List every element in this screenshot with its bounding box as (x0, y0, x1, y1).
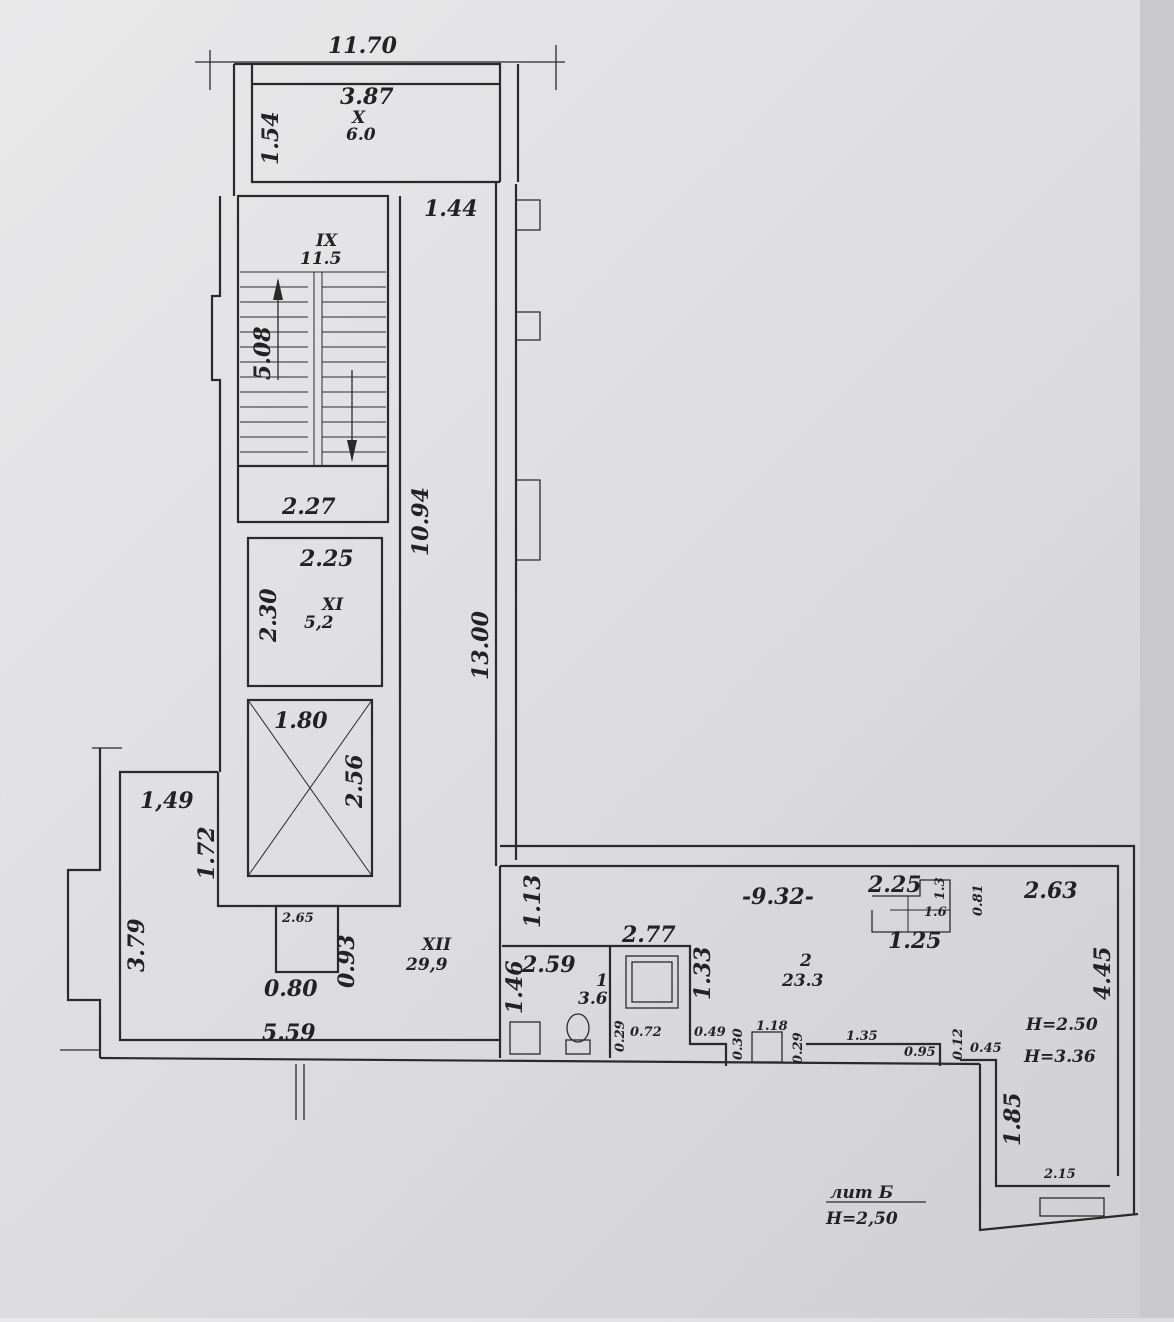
room-1-area: 3.6 (578, 989, 608, 1009)
dim-1-13: 1.13 (520, 874, 546, 928)
dim-0-45: 0.45 (970, 1041, 1002, 1056)
dim-0-29: 0.29 (791, 1032, 806, 1064)
dim-corridor-length: 13.00 (468, 610, 494, 680)
dim-room-xii-width: 5.59 (262, 1020, 316, 1046)
dim-room-x-depth: 1.54 (258, 111, 284, 165)
room-xi-number: XI (321, 595, 344, 615)
dim-room-xi-depth: 2.30 (256, 588, 282, 643)
dim-stair-b-e: 1.25 (888, 928, 942, 954)
dim-entry-depth: 1.72 (194, 826, 220, 880)
stair-arrows (273, 278, 357, 462)
dimension-labels: 11.70 3.87 X 6.0 1.54 1.44 IX 11.5 5.08 … (124, 33, 1116, 1229)
dim-tambour-width: 2.15 (1043, 1167, 1076, 1182)
dim-stair-b-d: 0.81 (971, 884, 986, 916)
dim-room-1-depth: 1.46 (502, 960, 528, 1014)
dim-room-1-d1: 0.29 (613, 1020, 628, 1052)
stamp-lit: лит Б (830, 1183, 894, 1203)
ceiling-height-1: H=2.50 (1025, 1015, 1098, 1035)
dim-right-room-depth: 4.45 (1090, 946, 1116, 1000)
wing-walls (498, 844, 1139, 1232)
dim-room-2-length: -9.32- (742, 884, 814, 910)
dim-1-18: 1.18 (756, 1019, 788, 1034)
dim-niche-width: 2.65 (281, 911, 314, 926)
room-xi-area: 5,2 (304, 613, 334, 633)
dim-stair-width: 2.27 (281, 494, 336, 520)
ceiling-height-2: H=3.36 (1023, 1047, 1096, 1067)
dim-0-30: 0.30 (731, 1028, 746, 1060)
dim-room-xi-width: 2.25 (299, 546, 354, 572)
room-x-number: X (351, 108, 366, 128)
dim-stair-b-a: 2.25 (867, 872, 922, 898)
dim-stair-b-c: 1.6 (924, 905, 947, 920)
dim-top-width: 11.70 (328, 33, 398, 59)
room-x-area: 6.0 (346, 125, 376, 145)
dim-lift-depth: 2.56 (342, 754, 368, 809)
dim-0-95: 0.95 (904, 1045, 936, 1060)
room-ix-number: IX (315, 231, 338, 251)
dim-room-1-width: 2.59 (521, 952, 576, 978)
dim-shower-depth: 1.33 (690, 946, 716, 1000)
dim-niche-door: 0.80 (264, 976, 318, 1002)
paper-edge (1140, 0, 1174, 1318)
dim-shower-width: 2.77 (621, 922, 676, 948)
dim-room-x-width: 3.87 (340, 84, 394, 110)
room-ix-area: 11.5 (300, 249, 341, 269)
room-2-number: 2 (799, 951, 812, 971)
room-xii-walls (60, 747, 981, 1120)
dim-stair-length: 5.08 (250, 326, 276, 380)
stamp-height: H=2,50 (825, 1209, 898, 1229)
dim-1-35: 1.35 (846, 1029, 878, 1044)
dim-shaft-height: 10.94 (408, 487, 434, 556)
dim-room-xii-depth: 3.79 (124, 918, 150, 972)
dim-right-room-width: 2.63 (1023, 878, 1078, 904)
dim-0-49: 0.49 (694, 1025, 726, 1040)
dim-stair-b-b: 1.3 (933, 877, 948, 900)
dim-entry-width: 1,49 (140, 788, 194, 814)
stair-treads (240, 271, 386, 466)
dim-tambour-depth: 1.85 (1000, 1092, 1026, 1146)
room-xii-area: 29,9 (405, 955, 448, 975)
dim-corridor-top: 1.44 (424, 196, 478, 222)
dim-lift-width: 1.80 (274, 708, 328, 734)
dim-niche-depth: 0.93 (334, 934, 360, 988)
room-xii-number: XII (421, 935, 452, 955)
dim-0-12: 0.12 (951, 1028, 966, 1060)
core-walls (210, 182, 541, 908)
room-2-area: 23.3 (781, 971, 824, 991)
room-1-number: 1 (596, 971, 608, 991)
dim-room-1-d2: 0.72 (630, 1025, 662, 1040)
room-x-walls (195, 45, 565, 196)
